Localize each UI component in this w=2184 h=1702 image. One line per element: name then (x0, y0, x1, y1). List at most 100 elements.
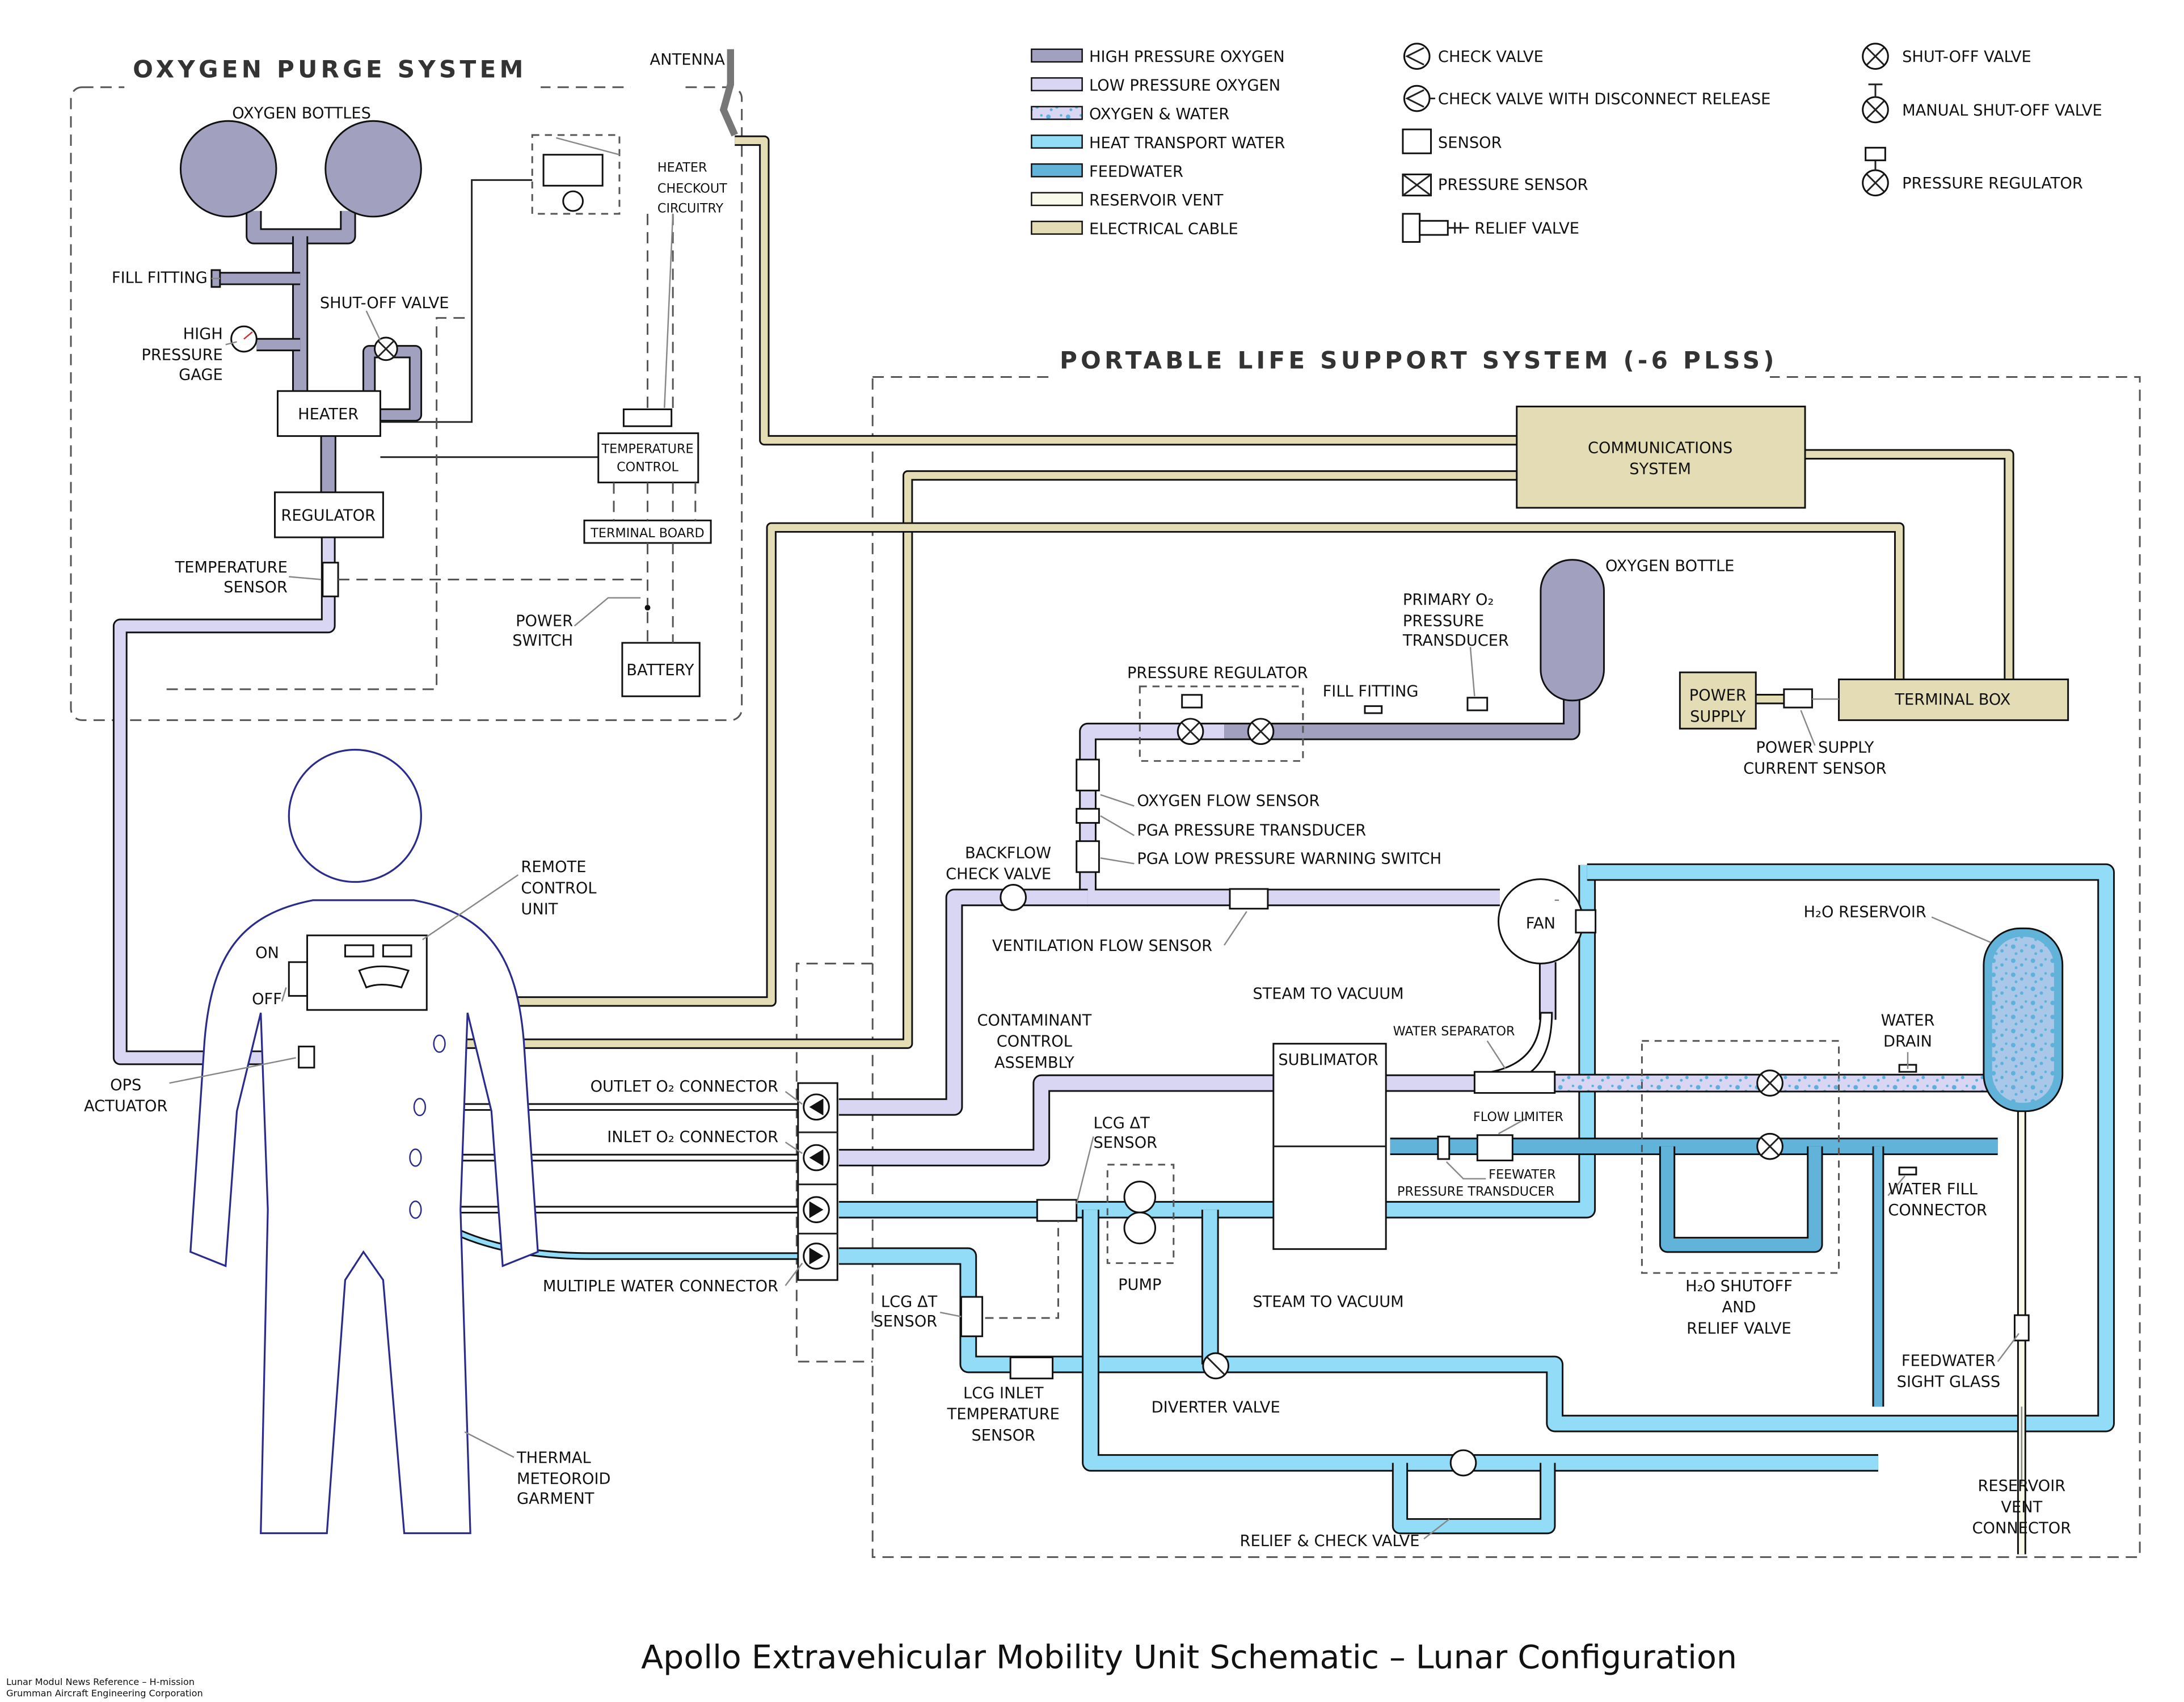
power-supply-box (1679, 671, 1757, 730)
heat-transport-water-pipe (1392, 1463, 1556, 1535)
feewater-pressure-transducer (1437, 1135, 1451, 1160)
shut-off-valve-icon (1862, 43, 1889, 70)
legend-label: ELECTRICAL CABLE (1089, 221, 1238, 238)
legend-swatch (1031, 192, 1083, 207)
label-primary-o2: PRIMARY O₂ (1403, 591, 1494, 609)
lcg-inlet-temperature-sensor (1009, 1356, 1054, 1380)
label-lcg-inlet-3: SENSOR (971, 1427, 1035, 1444)
label-fan: FAN (1526, 915, 1555, 932)
label-reservoir-vent-3: CONNECTOR (1972, 1519, 2072, 1537)
oxygen-bottle-left (179, 120, 277, 218)
label-on: ON (255, 944, 279, 962)
label-power-supply-sensor-2: CURRENT SENSOR (1743, 760, 1887, 778)
antenna (719, 49, 738, 137)
main-title: Apollo Extravehicular Mobility Unit Sche… (641, 1638, 1737, 1676)
label-oxygen-bottle: OXYGEN BOTTLE (1605, 558, 1734, 575)
lcg-dt-sensor-top (1036, 1199, 1078, 1222)
legend-swatch (1031, 163, 1083, 178)
ventilation-flow-sensor (1229, 888, 1269, 910)
oxygen-flow-sensor (1076, 759, 1100, 791)
label-primary-o2-3: TRANSDUCER (1402, 632, 1509, 650)
space-suit (189, 748, 539, 1535)
label-feewater-transducer: FEEWATER (1489, 1168, 1556, 1182)
label-pressure-regulator: PRESSURE REGULATOR (1127, 664, 1308, 682)
label-backflow-check-valve-2: CHECK VALVE (946, 866, 1051, 883)
label-heater-checkout-2: CHECKOUT (657, 182, 727, 196)
label-reservoir-vent-2: VENT (2001, 1498, 2042, 1516)
legend-swatch (1031, 77, 1083, 91)
heat-transport-water-pipe (838, 863, 2115, 1433)
label-communications: COMMUNICATIONS (1588, 439, 1732, 457)
pressure-regulator-valves[interactable] (1139, 685, 1304, 762)
label-heater-checkout-3: CIRCUITRY (657, 201, 724, 216)
oxygen-bottle-plss (1540, 559, 1605, 702)
label-communications-2: SYSTEM (1629, 461, 1691, 478)
label-pga-low-pressure: PGA LOW PRESSURE WARNING SWITCH (1137, 850, 1441, 867)
label-fill-fitting-ops: FILL FITTING (112, 269, 208, 287)
label-backflow-check-valve: BACKFLOW (965, 844, 1051, 862)
label-relief-check-valve: RELIEF & CHECK VALVE (1240, 1532, 1420, 1550)
water-fill-connector (1898, 1166, 1917, 1176)
label-water-separator: WATER SEPARATOR (1393, 1024, 1515, 1039)
label-power-switch-2: SWITCH (512, 632, 573, 650)
label-sublimator: SUBLIMATOR (1278, 1051, 1378, 1069)
label-feedwater-sight-glass-2: SIGHT GLASS (1897, 1374, 2001, 1391)
plss-boundary (871, 376, 2141, 1558)
label-flow-limiter: FLOW LIMITER (1473, 1110, 1563, 1124)
label-power-supply-sensor: POWER SUPPLY (1756, 739, 1874, 756)
electrical-cable-pipe (1805, 449, 2014, 680)
ops-title: OXYGEN PURGE SYSTEM (133, 55, 526, 83)
label-temperature-sensor: TEMPERATURE (175, 559, 288, 576)
pga-pressure-transducer (1076, 808, 1100, 824)
legend-pressure-regulator: PRESSURE REGULATOR (1902, 175, 2083, 192)
labels: OXYGEN BOTTLES FILL FITTING SHUT-OFF VAL… (84, 51, 2071, 1550)
label-water-fill: WATER FILL (1888, 1181, 1978, 1198)
label-water-drain-2: DRAIN (1883, 1033, 1932, 1051)
label-lcg-dt-sensor-bottom-2: SENSOR (874, 1313, 938, 1330)
legend-swatch (1031, 134, 1083, 149)
pressure-sensor-icon (1402, 173, 1432, 197)
diverter-valve[interactable] (1202, 1352, 1229, 1380)
heater-box (276, 390, 381, 437)
label-h2o-reservoir: H₂O RESERVOIR (1804, 904, 1926, 921)
label-water-drain: WATER (1881, 1012, 1935, 1029)
legend-manual-shut-off-valve: MANUAL SHUT-OFF VALVE (1902, 102, 2102, 119)
shut-off-valve-ops[interactable] (374, 336, 398, 361)
label-regulator: REGULATOR (281, 507, 376, 524)
low-pressure-oxygen-pipe (1079, 722, 1500, 907)
legend-shut-off-valve: SHUT-OFF VALVE (1902, 48, 2031, 66)
label-high-pressure-gage-3: GAGE (179, 366, 223, 384)
label-power-switch: POWER (516, 612, 573, 630)
legend-sensor: SENSOR (1438, 134, 1502, 151)
ops-boundary (70, 86, 743, 721)
label-contaminant-control-2: CONTROL (997, 1033, 1073, 1051)
label-contaminant-control-3: ASSEMBLY (994, 1054, 1074, 1072)
label-multiple-water: MULTIPLE WATER CONNECTOR (543, 1278, 778, 1295)
credit-line-1: Lunar Modul News Reference – H-mission (6, 1676, 195, 1687)
legend-check-valve-disconnect: CHECK VALVE WITH DISCONNECT RELEASE (1438, 90, 1770, 108)
legend-pressure-sensor: PRESSURE SENSOR (1438, 176, 1588, 194)
label-ops-actuator-2: ACTUATOR (84, 1098, 167, 1115)
terminal-box (1838, 679, 2069, 721)
label-lcg-inlet: LCG INLET (963, 1384, 1044, 1402)
label-lcg-inlet-2: TEMPERATURE (947, 1406, 1060, 1423)
legend-swatch (1031, 106, 1083, 120)
label-power-supply: POWER (1689, 687, 1747, 705)
label-h2o-shutoff: H₂O SHUTOFF (1685, 1278, 1793, 1295)
label-antenna: ANTENNA (650, 51, 726, 69)
h2o-shutoff-valves[interactable] (1641, 1040, 1840, 1274)
oxygen-bottle-right (324, 120, 422, 218)
legend-check-valve: CHECK VALVE (1438, 48, 1544, 66)
pump (1106, 1164, 1175, 1264)
legend-symbols: CHECK VALVE CHECK VALVE WITH DISCONNECT … (1402, 43, 2102, 243)
label-h2o-shutoff-3: RELIEF VALVE (1687, 1320, 1791, 1337)
electrical-cable-pipe (429, 522, 1905, 1007)
credit-line-2: Grumman Aircraft Engineering Corporation (6, 1688, 203, 1699)
label-remote-control-unit: REMOTE (521, 858, 586, 876)
feedwater-pipe (1659, 1146, 1823, 1253)
communications-system-box (1516, 406, 1806, 509)
legend-label: HEAT TRANSPORT WATER (1089, 134, 1285, 152)
ops-actuator[interactable] (298, 1046, 315, 1069)
label-thermal-garment-2: METEOROID (517, 1471, 611, 1488)
